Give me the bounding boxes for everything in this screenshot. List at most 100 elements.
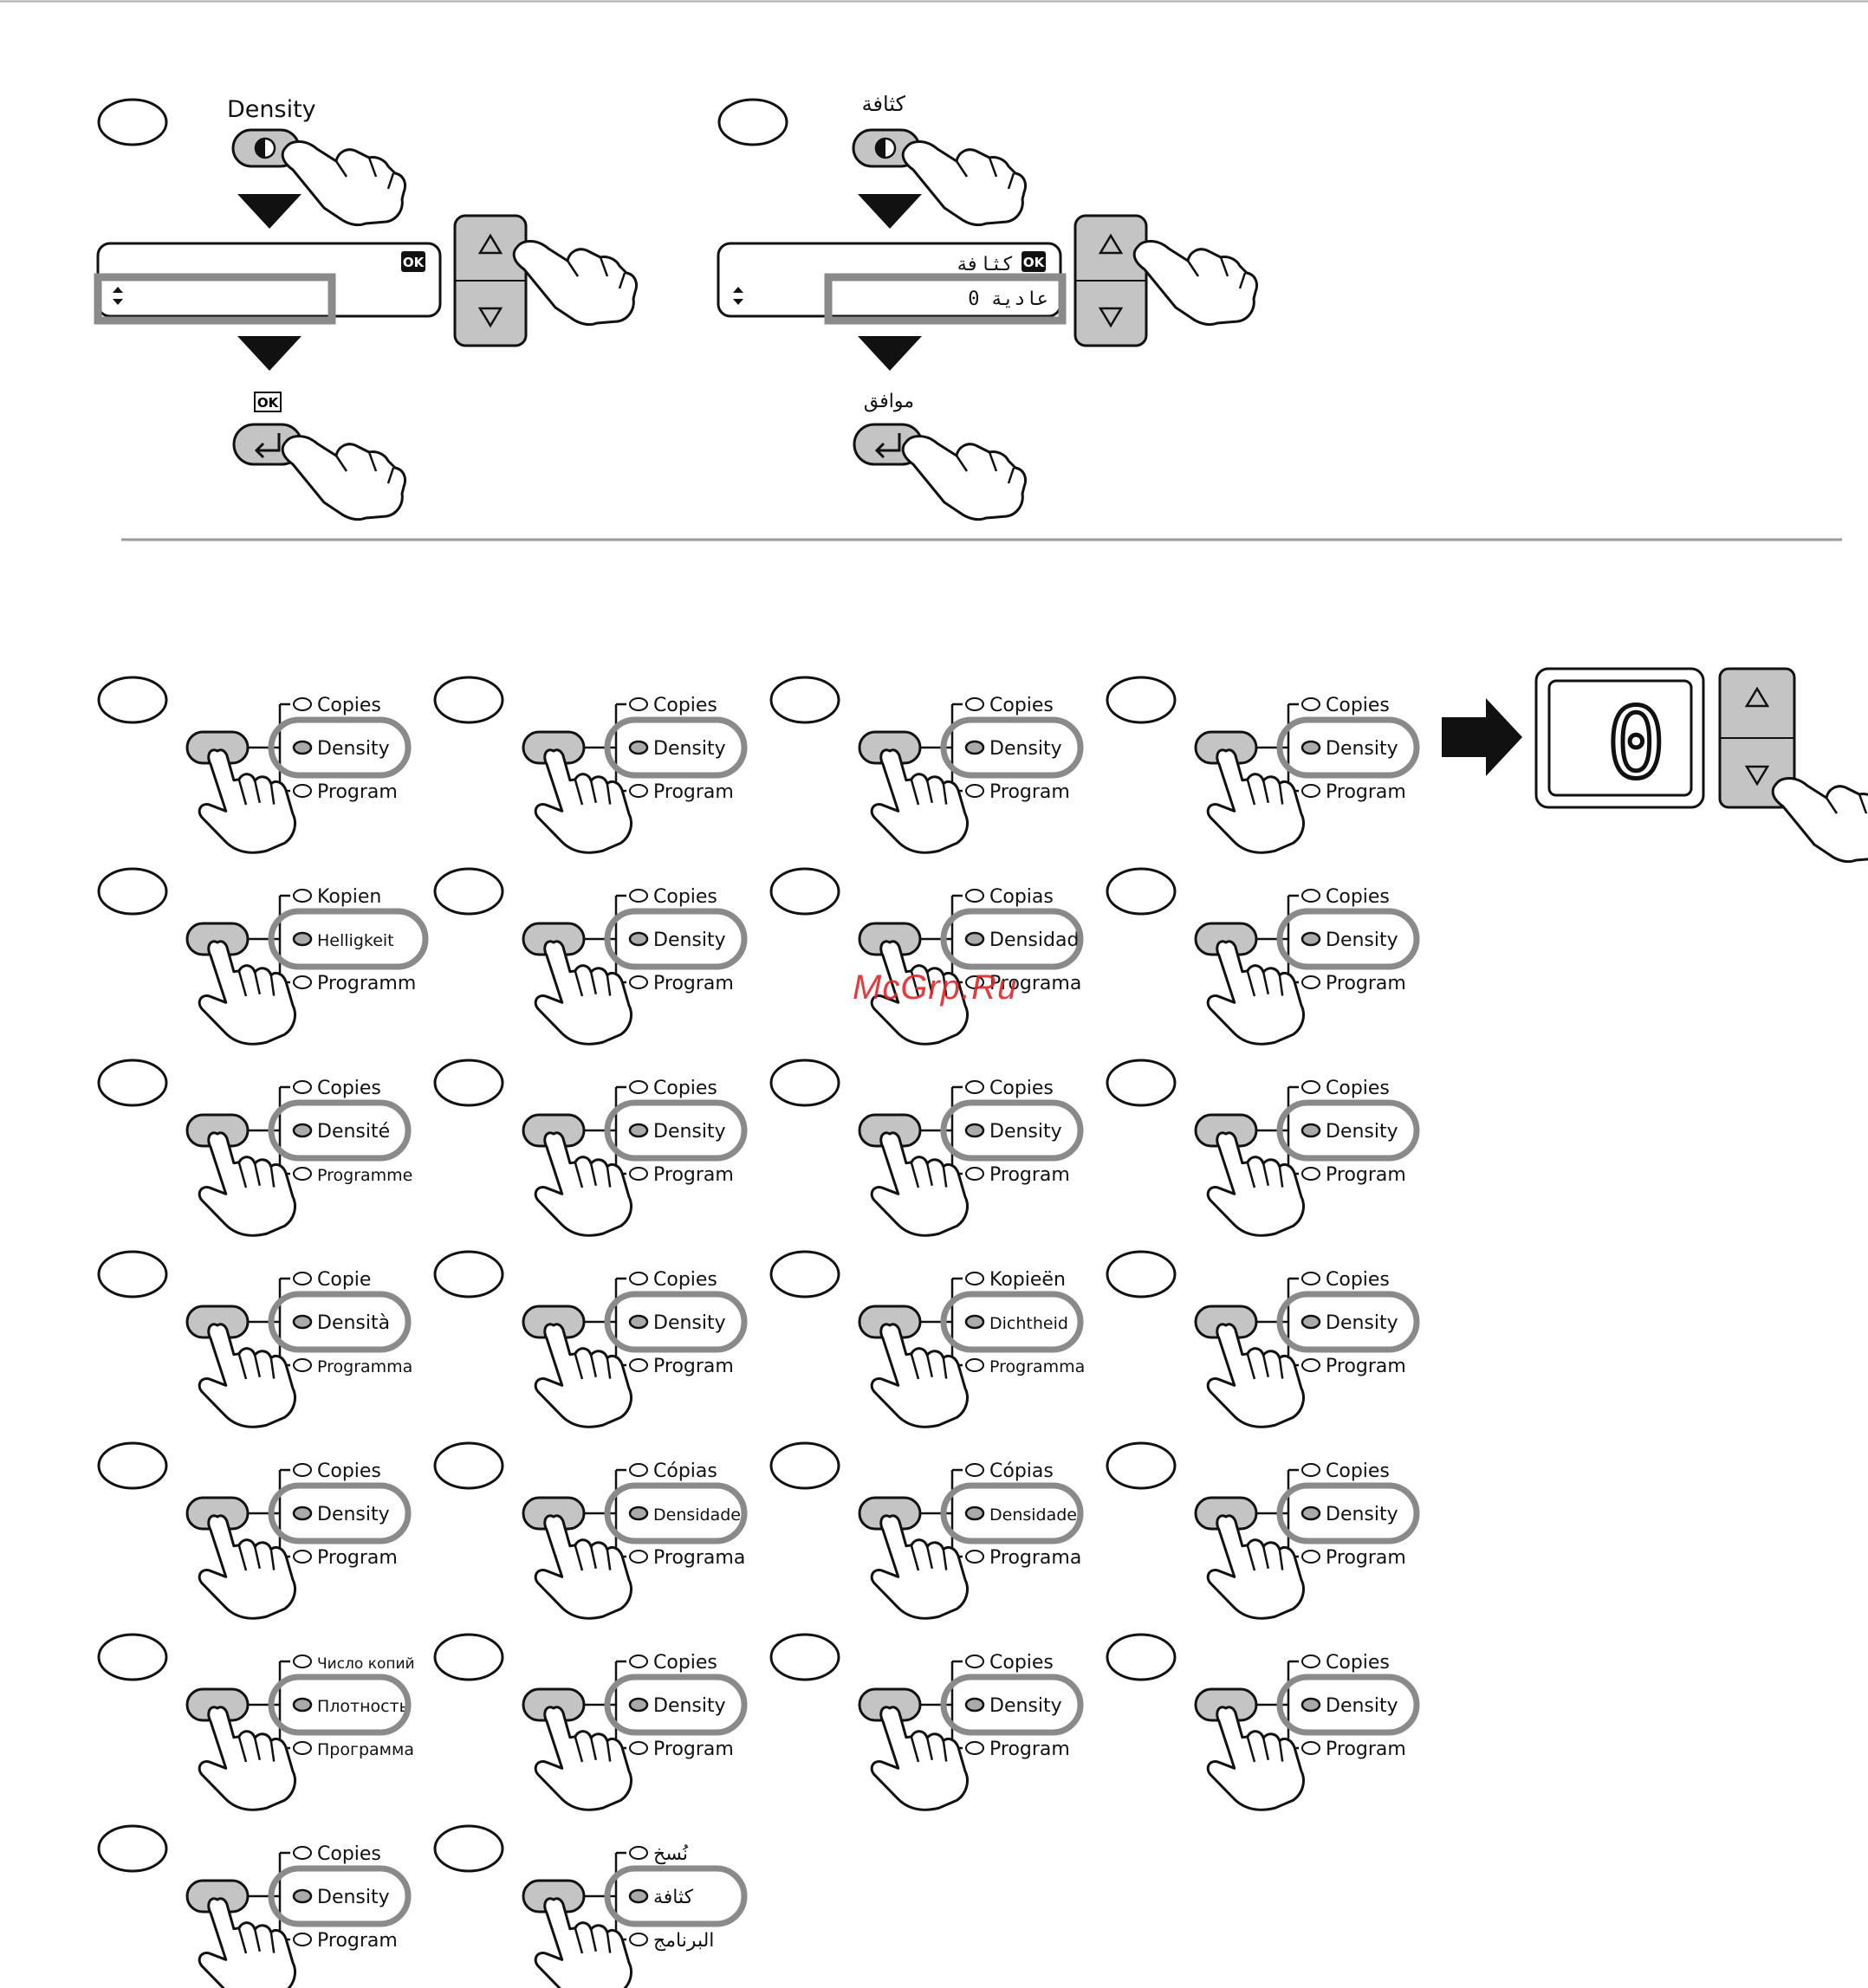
bracket-connector <box>1256 1085 1299 1175</box>
bracket-connector <box>584 894 626 984</box>
program-led <box>293 1741 312 1755</box>
density-led <box>628 1506 649 1521</box>
up-down-keys[interactable] <box>1718 667 1796 809</box>
density-label: Densità <box>317 1312 390 1334</box>
program-label: Program <box>317 1930 398 1952</box>
down-arrow-icon <box>858 336 922 371</box>
bracket-connector <box>248 1468 290 1558</box>
instruction-left: Density OK <box>94 96 639 521</box>
density-label: Density <box>317 738 390 760</box>
step-number-oval <box>433 1059 504 1107</box>
copies-led <box>965 1655 984 1668</box>
step-number-oval <box>1106 867 1177 916</box>
program-led <box>629 784 648 798</box>
copies-led <box>629 1463 648 1477</box>
copies-led <box>293 889 312 903</box>
down-triangle-icon[interactable] <box>477 307 503 328</box>
step-number-oval <box>97 1059 168 1107</box>
pointing-hand-icon <box>281 140 407 227</box>
down-arrow-icon <box>237 336 302 371</box>
density-led <box>628 1123 649 1138</box>
bracket-connector <box>584 1277 626 1367</box>
density-label: Density <box>1326 1695 1398 1717</box>
step-number-oval <box>769 1250 840 1298</box>
pointing-hand-icon <box>281 435 407 521</box>
density-led <box>292 740 313 755</box>
program-led <box>965 784 984 798</box>
density-highlight-ring <box>1276 716 1420 779</box>
copies-led <box>965 1080 984 1094</box>
density-led <box>292 1314 313 1330</box>
copies-led <box>629 1080 648 1094</box>
density-highlight-ring <box>1276 1674 1420 1736</box>
pointing-hand-icon <box>512 240 639 327</box>
density-led <box>964 740 985 755</box>
copies-label: Copie <box>317 1269 371 1291</box>
program-label: Program <box>653 1739 734 1760</box>
density-label: Densidad <box>989 929 1079 951</box>
up-triangle-icon[interactable] <box>477 233 503 255</box>
program-led <box>1301 784 1320 798</box>
program-led <box>629 1741 648 1755</box>
density-led <box>964 1506 985 1521</box>
copies-led <box>1301 1463 1320 1477</box>
program-led <box>293 975 312 989</box>
density-highlight-ring <box>604 1099 748 1162</box>
watermark: McGrp.Ru <box>853 968 1018 1007</box>
bracket-connector <box>920 1277 963 1367</box>
digit-display: 0 <box>1534 667 1705 809</box>
copies-led <box>965 697 984 711</box>
program-label: Programa <box>989 973 1081 994</box>
step-number-oval <box>769 1441 840 1490</box>
up-down-keys[interactable] <box>1073 214 1148 347</box>
density-led <box>628 740 649 755</box>
up-triangle-icon[interactable] <box>1744 686 1770 708</box>
density-highlight-ring <box>940 1482 1084 1544</box>
density-label: Density <box>1326 738 1398 760</box>
density-label: Densité <box>317 1121 390 1143</box>
program-label: Program <box>653 781 734 803</box>
program-led <box>965 1741 984 1755</box>
step-number-oval <box>97 1633 168 1681</box>
density-label: Density <box>1326 929 1398 951</box>
step-number-oval <box>769 1059 840 1107</box>
bracket-connector <box>248 703 290 793</box>
bracket-connector <box>1256 703 1299 793</box>
step-number-oval <box>433 867 504 916</box>
density-led <box>964 931 985 947</box>
step-number-oval <box>97 1250 168 1298</box>
down-triangle-icon[interactable] <box>1098 307 1124 328</box>
density-highlight-ring <box>268 1674 412 1736</box>
density-led <box>292 1697 313 1713</box>
density-led <box>1300 931 1321 947</box>
program-label: Programa <box>653 1547 745 1569</box>
program-led <box>1301 975 1320 989</box>
pointing-hand-icon <box>1132 240 1259 327</box>
pointing-hand-icon <box>901 435 1028 521</box>
bracket-connector <box>248 1660 290 1750</box>
density-label: Density <box>1326 1121 1398 1143</box>
instruction-right: كثافة OK كثافة عادية 0 موا <box>717 92 1259 521</box>
density-key-label: كثافة <box>862 92 906 116</box>
density-highlight-ring <box>604 1865 748 1927</box>
bracket-connector <box>584 1660 626 1750</box>
up-down-keys[interactable] <box>453 214 528 347</box>
up-triangle-icon[interactable] <box>1098 233 1124 255</box>
density-label: Density <box>653 1695 726 1717</box>
density-highlight-ring <box>268 1291 412 1353</box>
density-label: كثافة <box>653 1887 694 1908</box>
copies-led <box>1301 697 1320 711</box>
down-triangle-icon[interactable] <box>1744 765 1770 787</box>
bracket-connector <box>248 1085 290 1175</box>
density-highlight-ring <box>604 1482 748 1544</box>
density-highlight-ring <box>268 1099 412 1162</box>
density-label: Density <box>989 1695 1062 1717</box>
bracket-connector <box>920 1468 963 1558</box>
